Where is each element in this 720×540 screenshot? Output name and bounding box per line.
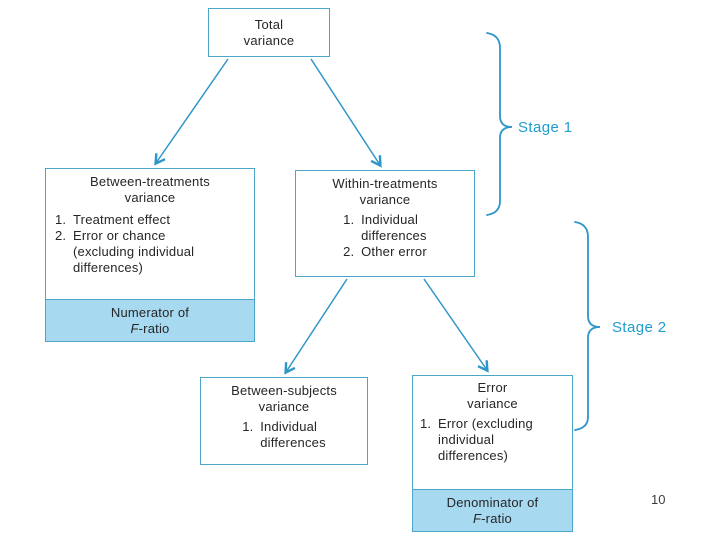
list-item: 2. Other error xyxy=(343,244,427,260)
box-between-subjects-variance: Between-subjects variance 1. Individual … xyxy=(200,377,368,465)
box-within-treatments-variance: Within-treatments variance 1. Individual… xyxy=(295,170,475,277)
box-title-line: Within-treatments xyxy=(332,176,438,191)
list-item-line: differences xyxy=(361,228,427,243)
box-between-treatments-variance: Between-treatments variance 1. Treatment… xyxy=(45,168,255,342)
box-title-line: variance xyxy=(243,32,295,48)
list-item-line: Individual xyxy=(361,212,419,227)
band-line: F-ratio xyxy=(130,321,170,336)
band-line: Numerator of xyxy=(110,305,190,320)
box-title-line: variance xyxy=(124,190,176,205)
arrow-within-to-error xyxy=(423,278,489,373)
list-item: 1. Individual differences xyxy=(343,212,427,244)
list-item-line: differences xyxy=(260,435,326,450)
list-item: 1. Error (excluding individual differenc… xyxy=(420,416,572,464)
numerator-band: Numerator of F-ratio xyxy=(46,299,254,341)
arrow-within-to-between-subjects xyxy=(284,278,348,375)
list-item-line: differences) xyxy=(438,448,509,463)
list-item: 1. Individual differences xyxy=(242,419,326,451)
list-item-line: Treatment effect xyxy=(73,212,171,227)
stage1-brace xyxy=(486,32,513,216)
band-line: F-ratio xyxy=(473,511,512,526)
box-list: 1. Individual differences xyxy=(242,419,326,451)
list-item-number: 1. xyxy=(55,212,67,227)
list-item-line: differences) xyxy=(73,260,144,275)
box-total-variance: Total variance xyxy=(208,8,330,57)
box-title-line: variance xyxy=(359,192,411,207)
list-item-line: Error (excluding xyxy=(438,416,533,431)
box-title-line: Error xyxy=(477,380,508,395)
box-error-variance: Error variance 1. Error (excluding indiv… xyxy=(412,375,573,532)
box-title-line: Total xyxy=(254,16,284,32)
band-line: Denominator of xyxy=(446,495,539,510)
box-list: 1. Error (excluding individual differenc… xyxy=(413,416,572,464)
list-item: 2. Error or chance (excluding individual… xyxy=(55,228,254,276)
box-title-line: Between-subjects xyxy=(231,383,337,398)
list-item-line: (excluding individual xyxy=(73,244,195,259)
stage2-brace xyxy=(574,221,601,431)
box-title-line: variance xyxy=(258,399,310,414)
arrow-total-to-between-treatments xyxy=(154,58,229,166)
box-list: 1. Treatment effect 2. Error or chance (… xyxy=(46,212,254,276)
stage2-label: Stage 2 xyxy=(612,319,667,336)
box-title-line: Between-treatments xyxy=(90,174,210,189)
list-item-number: 2. xyxy=(343,244,355,259)
arrow-total-to-within-treatments xyxy=(310,58,382,168)
list-item-line: Individual xyxy=(260,419,318,434)
stage1-label: Stage 1 xyxy=(518,119,573,136)
list-item-line: individual xyxy=(438,432,495,447)
list-item-number: 1. xyxy=(343,212,355,227)
list-item: 1. Treatment effect xyxy=(55,212,254,228)
list-item-number: 2. xyxy=(55,228,67,243)
list-item-number: 1. xyxy=(420,416,432,431)
page-number: 10 xyxy=(651,492,666,507)
denominator-band: Denominator of F-ratio xyxy=(413,489,572,531)
box-title-line: variance xyxy=(467,396,518,411)
list-item-line: Error or chance xyxy=(73,228,166,243)
box-list: 1. Individual differences 2. Other error xyxy=(343,212,427,260)
list-item-number: 1. xyxy=(242,419,254,434)
list-item-line: Other error xyxy=(361,244,427,259)
